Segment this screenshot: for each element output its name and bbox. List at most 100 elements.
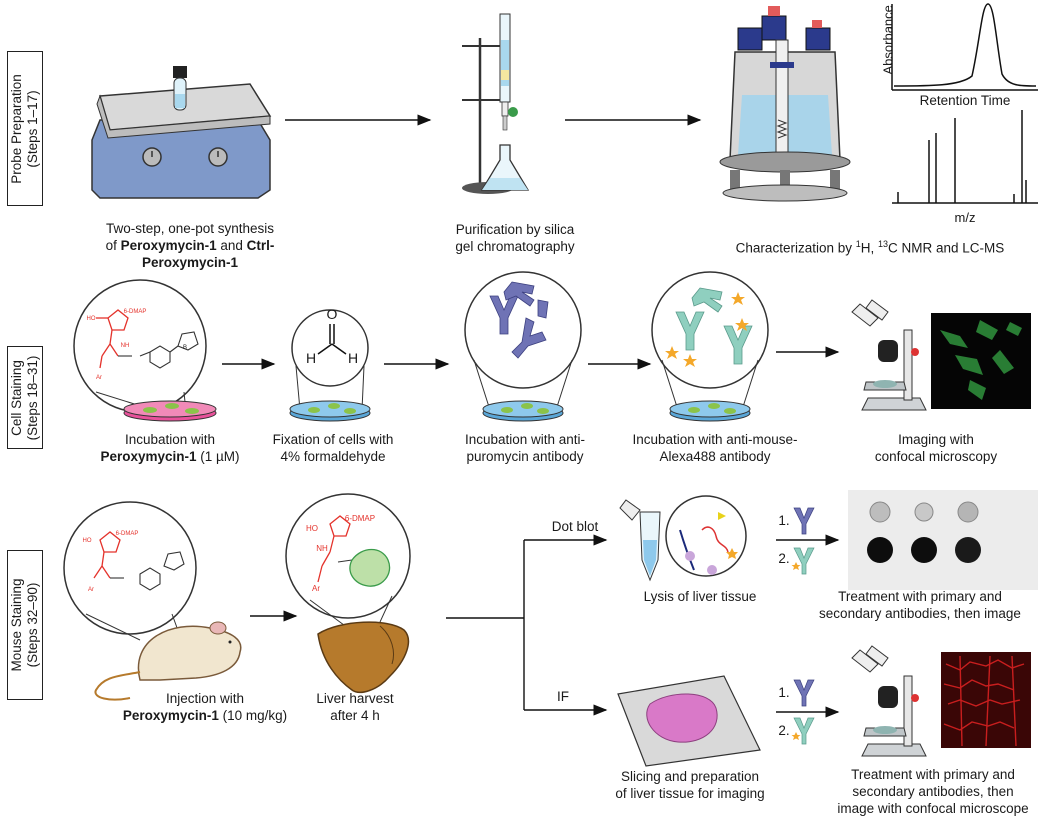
chem-ar: Ar bbox=[88, 587, 94, 593]
nmr-apparatus-icon bbox=[719, 6, 851, 202]
chem-b: B bbox=[182, 345, 187, 351]
if-treatment-line2: secondary antibodies, then bbox=[852, 784, 1014, 799]
if-treatment-caption: Treatment with primary and secondary ant… bbox=[820, 766, 1046, 817]
formaldehyde-h1: H bbox=[305, 350, 317, 366]
characterization-caption: Characterization by 1H, 13C NMR and LC-M… bbox=[700, 236, 1040, 257]
chromatography-column-icon bbox=[462, 13, 530, 194]
antimouse-line1: Incubation with anti-mouse- bbox=[632, 432, 798, 447]
dot-treatment-line1: Treatment with primary and bbox=[838, 589, 1002, 604]
step2-dotblot: 2. bbox=[778, 551, 790, 566]
molecule-circle-icon bbox=[63, 501, 197, 641]
purification-line2: gel chromatography bbox=[455, 239, 575, 254]
red-tissue-pattern bbox=[943, 655, 1025, 747]
green-cells bbox=[940, 320, 1022, 400]
incubation-conc: (1 µM) bbox=[196, 449, 240, 464]
slicing-caption: Slicing and preparation of liver tissue … bbox=[590, 768, 790, 802]
harvest-caption: Liver harvest after 4 h bbox=[300, 690, 410, 724]
incubation-bold: Peroxymycin-1 bbox=[100, 449, 197, 464]
fixation-line1: Fixation of cells with bbox=[272, 432, 394, 447]
injection-dose: (10 mg/kg) bbox=[218, 708, 288, 723]
mass-spectrum-plot bbox=[892, 110, 1038, 204]
formaldehyde-o: O bbox=[326, 306, 338, 322]
antimouse-caption: Incubation with anti-mouse- Alexa488 ant… bbox=[620, 431, 810, 465]
petri-dish-blue-icon bbox=[669, 400, 751, 422]
row-label-probe-preparation: Probe Preparation(Steps 1–17) bbox=[7, 51, 43, 206]
formaldehyde-circle-icon bbox=[291, 309, 369, 411]
dot-blot-membrane bbox=[848, 490, 1038, 590]
chrom-xlabel: Retention Time bbox=[919, 93, 1011, 108]
chem-ar: Ar bbox=[312, 584, 320, 593]
imaging-line2: confocal microscopy bbox=[874, 449, 998, 464]
char-post: C NMR and LC-MS bbox=[888, 240, 1005, 256]
slicing-line2: of liver tissue for imaging bbox=[615, 786, 765, 801]
fixation-caption: Fixation of cells with 4% formaldehyde bbox=[258, 431, 408, 465]
char-sup2: 13 bbox=[878, 239, 889, 249]
if-treatment-line1: Treatment with primary and bbox=[851, 767, 1015, 782]
chrom-ylabel: Absorbance bbox=[880, 5, 896, 75]
microscope-icon bbox=[851, 299, 927, 411]
dot-treatment-caption: Treatment with primary and secondary ant… bbox=[800, 588, 1040, 622]
antipuro-line2: puromycin antibody bbox=[466, 449, 584, 464]
formaldehyde-h2: H bbox=[347, 350, 359, 366]
incubation-caption: Incubation with Peroxymycin-1 (1 µM) bbox=[70, 431, 270, 465]
injection-line1: Injection with bbox=[165, 691, 245, 706]
chem-nh: NH bbox=[316, 544, 328, 553]
petri-dish-blue-icon bbox=[482, 400, 564, 422]
antipuro-caption: Incubation with anti- puromycin antibody bbox=[440, 431, 610, 465]
petri-dish-pink-icon bbox=[123, 400, 217, 422]
secondary-antibody-icon bbox=[793, 547, 815, 575]
purification-line1: Purification by silica bbox=[455, 222, 575, 237]
primary-antibody-icon bbox=[793, 679, 815, 707]
chem-dmap: 6-DMAP bbox=[115, 531, 139, 537]
if-treatment-line3: image with confocal microscope bbox=[837, 801, 1029, 816]
injection-bold: Peroxymycin-1 bbox=[122, 708, 219, 723]
chem-dmap: 6-DMAP bbox=[344, 514, 376, 523]
mouse-icon bbox=[94, 621, 242, 701]
harvest-line2: after 4 h bbox=[330, 708, 380, 723]
antimouse-line2: Alexa488 antibody bbox=[659, 449, 771, 464]
dot-treatment-line2: secondary antibodies, then image bbox=[819, 606, 1021, 621]
char-pre: Characterization by bbox=[735, 240, 856, 256]
protein-molecule-circle-icon bbox=[285, 493, 411, 629]
chem-nh: NH bbox=[120, 343, 130, 349]
synthesis-bold2b: Peroxymycin-1 bbox=[141, 255, 239, 270]
imaging-line1: Imaging with bbox=[898, 432, 974, 447]
petri-dish-blue-icon bbox=[289, 400, 371, 422]
purification-caption: Purification by silica gel chromatograph… bbox=[430, 221, 600, 255]
synthesis-of: of bbox=[105, 238, 121, 253]
anti-puromycin-antibody-circle-icon bbox=[464, 271, 582, 411]
ms-xlabel: m/z bbox=[954, 210, 976, 225]
antipuro-line1: Incubation with anti- bbox=[464, 432, 586, 447]
tissue-slice-icon bbox=[617, 675, 761, 767]
char-mid: H, bbox=[860, 240, 879, 256]
chem-ar: Ar bbox=[96, 375, 102, 381]
synthesis-and: and bbox=[216, 238, 247, 253]
row-label-mouse-staining: Mouse Staining(Steps 32–90) bbox=[7, 550, 43, 700]
chem-ho: HO bbox=[86, 316, 96, 322]
lysis-caption: Lysis of liver tissue bbox=[643, 589, 757, 604]
char-sup1: 1 bbox=[855, 239, 861, 249]
star-icon bbox=[791, 562, 801, 570]
dotblot-label: Dot blot bbox=[551, 519, 599, 534]
chromatogram-plot bbox=[891, 3, 1038, 91]
lysis-tube-icon bbox=[619, 495, 747, 582]
step1-dotblot: 1. bbox=[778, 513, 790, 528]
injection-caption: Injection with Peroxymycin-1 (10 mg/kg) bbox=[110, 690, 300, 724]
step1-if: 1. bbox=[778, 685, 790, 700]
star-icon bbox=[791, 732, 801, 740]
step2-if: 2. bbox=[778, 723, 790, 738]
imaging-caption: Imaging with confocal microscopy bbox=[866, 431, 1006, 465]
synthesis-caption: Two-step, one-pot synthesis of Peroxymyc… bbox=[90, 220, 290, 271]
microscope-icon bbox=[851, 645, 927, 757]
chem-ho: HO bbox=[82, 538, 92, 544]
synthesis-bold2a: Ctrl- bbox=[246, 238, 275, 253]
synthesis-line1: Two-step, one-pot synthesis bbox=[105, 221, 275, 236]
if-label: IF bbox=[557, 689, 569, 704]
slicing-line1: Slicing and preparation bbox=[620, 769, 760, 784]
primary-antibody-icon bbox=[793, 507, 815, 535]
incubation-line1: Incubation with bbox=[124, 432, 216, 447]
fixation-line2: 4% formaldehyde bbox=[280, 449, 386, 464]
hotplate-stirrer-icon bbox=[91, 66, 272, 199]
harvest-line1: Liver harvest bbox=[316, 691, 394, 706]
row-label-cell-staining: Cell Staining(Steps 18–31) bbox=[7, 346, 43, 449]
